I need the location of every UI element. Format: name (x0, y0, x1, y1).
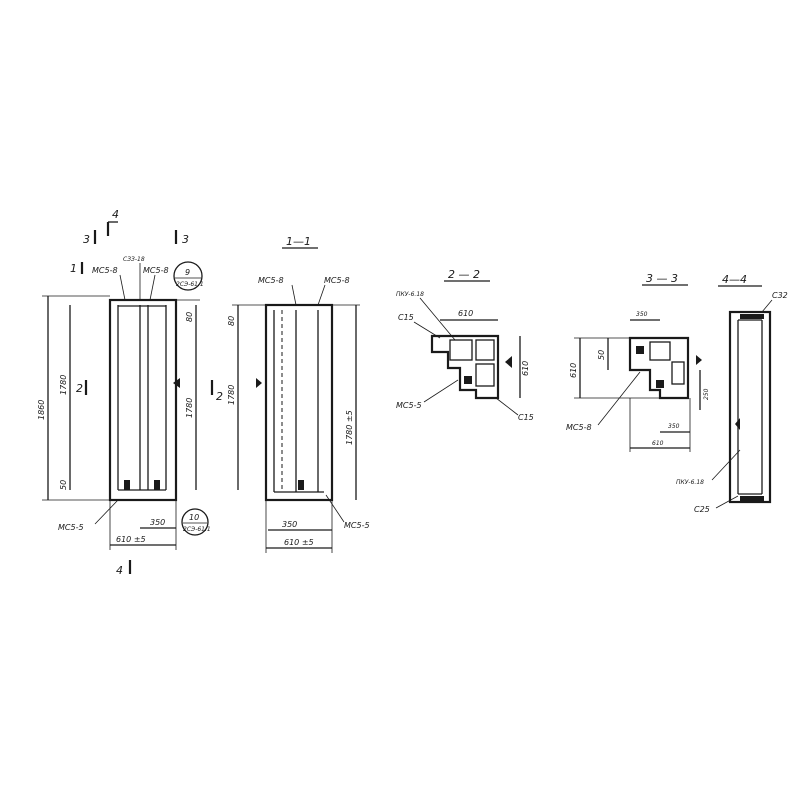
label-c15-a: С15 (398, 313, 414, 322)
section-4-4-title: 4—4 (722, 273, 747, 286)
label-mc55-b: МС5-5 (344, 521, 370, 530)
label-c25: С25 (694, 505, 710, 514)
leader-pku-2 (711, 449, 741, 481)
sec33-cell1 (649, 341, 671, 361)
cut-mark-2-right-label: 2 (216, 390, 223, 403)
leader-a (119, 274, 126, 301)
sec44-cap-top (740, 314, 764, 319)
leader-1-1a (291, 284, 297, 306)
dim-50-b: 50 (597, 350, 606, 360)
sec22-cell2 (475, 339, 495, 361)
bubble-10-sub: 2СЭ-61.1 (183, 526, 211, 533)
arrow-2 (173, 378, 180, 388)
dim-610-b: 610 ±5 (284, 538, 314, 547)
leader-pku (419, 297, 456, 341)
sec33-cell2 (671, 361, 685, 385)
label-mc58-d: МС5-8 (324, 276, 350, 285)
leader-c15b (495, 397, 519, 416)
section-1-1-title: 1—1 (286, 235, 311, 248)
dim-610-d: 610 (521, 361, 530, 376)
cut-mark-1-label: 1 (70, 262, 77, 275)
dim-610-f: 610 (652, 440, 664, 447)
label-c318: СЗЗ-18 (123, 256, 145, 263)
embed-right (154, 480, 160, 490)
dim-80-right: 80 (185, 312, 194, 322)
dim-350-c: 350 (636, 311, 648, 318)
section-2-2-title: 2 — 2 (448, 268, 480, 281)
section-4-4-outline (728, 310, 772, 504)
dim-1860: 1860 (37, 400, 46, 420)
section-2-2-profile (430, 334, 500, 400)
sec22-cell1 (449, 339, 473, 361)
detail-bubble-10 (181, 508, 209, 536)
bubble-10-number: 10 (189, 513, 199, 522)
detail-bubble-9 (173, 261, 203, 291)
leader-c (149, 274, 156, 301)
dim-1780-left: 1780 (59, 375, 68, 395)
leader-1-1b (317, 284, 326, 306)
dim-1780-right: 1780 (185, 398, 194, 418)
arrow-1-1 (256, 378, 262, 388)
label-c15-b: С15 (518, 413, 534, 422)
panel-outline (108, 298, 178, 502)
cut-mark-4-top-label: 4 (112, 208, 119, 221)
label-c32: С32 (772, 291, 788, 300)
label-pku: ПКУ-6.18 (396, 291, 424, 298)
dim-350-b: 350 (282, 520, 297, 529)
label-mc58-e: МС5-8 (566, 423, 592, 432)
sec22-cell3 (475, 363, 495, 387)
label-pku-2: ПКУ-6.18 (676, 479, 704, 486)
leader-mc55-c (423, 379, 459, 403)
section-1-1: 1—1 МС5-8 МС5-8 80 1780 1780 ±5 350 610 … (227, 235, 370, 553)
sec11-embed (298, 480, 304, 490)
label-mc58-c: МС5-8 (258, 276, 284, 285)
dim-610-e: 610 (569, 363, 578, 378)
bubble-9-sub: 2СЭ-61.1 (176, 281, 204, 288)
embed-left (124, 480, 130, 490)
cut-mark-4-bottom-label: 4 (116, 564, 123, 577)
leader-mc55-a (94, 499, 119, 525)
section-3-3: 3 — 3 350 610 50 250 МС5-8 350 610 (566, 272, 710, 452)
leader-c32 (761, 299, 773, 313)
sec33-embed1 (636, 346, 644, 354)
dim-350-a: 350 (150, 518, 165, 527)
bubble-9-number: 9 (185, 268, 190, 277)
dim-50-left: 50 (59, 480, 68, 490)
dim-1780-b: 1780 (227, 385, 236, 405)
sec44-cap-bottom (740, 496, 764, 501)
dim-350-d: 350 (668, 423, 680, 430)
section-1-1-outline (264, 303, 334, 502)
leader-mc58-e (597, 371, 641, 426)
dim-1780-c: 1780 ±5 (345, 410, 354, 445)
dim-610-a: 610 ±5 (116, 535, 146, 544)
section-3-3-profile (628, 336, 690, 400)
dim-250: 250 (703, 388, 710, 400)
cut-mark-2-left-label: 2 (76, 382, 83, 395)
cut-mark-3-left-label: 3 (83, 233, 90, 246)
sec33-embed2 (656, 380, 664, 388)
label-mc55-c: МС5-5 (396, 401, 422, 410)
section-2-2: 2 — 2 ПКУ-6.18 С15 610 610 МС5-5 С15 (396, 268, 534, 422)
leader-mc55-b (325, 494, 345, 523)
front-elevation: 4 3 3 1 МС5-8 СЗЗ-18 МС5-8 9 2СЭ-61.1 18… (37, 208, 223, 577)
dim-610-c: 610 (458, 309, 473, 318)
sec22-embed (464, 376, 472, 384)
arrow-3-3 (696, 355, 702, 365)
section-4-4: 4—4 С32 ПКУ-6.18 С25 (676, 273, 788, 514)
section-3-3-title: 3 — 3 (646, 272, 678, 285)
label-mc58-a: МС5-8 (92, 266, 118, 275)
arrow-2-2 (505, 356, 512, 368)
arrow-4-4 (735, 418, 740, 430)
cut-mark-3-right-label: 3 (182, 233, 189, 246)
label-mc58-b: МС5-8 (143, 266, 169, 275)
dim-80-b: 80 (227, 316, 236, 326)
label-mc55-a: МС5-5 (58, 523, 84, 532)
leader-c25 (715, 495, 739, 509)
